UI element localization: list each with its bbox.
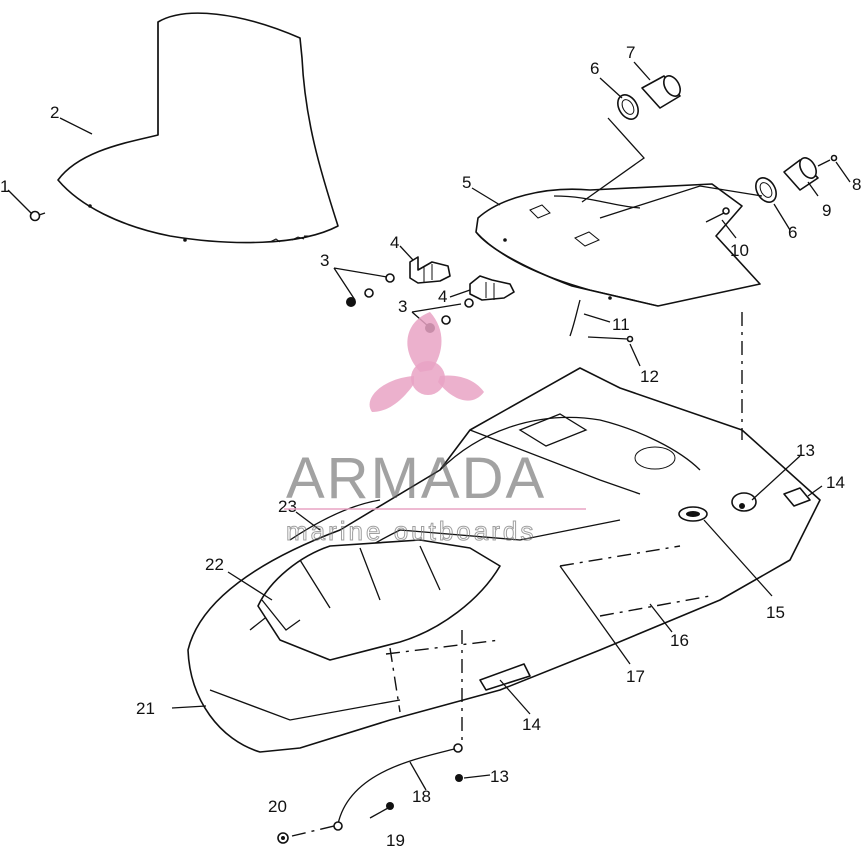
callout-13-upper: 13 xyxy=(796,441,815,460)
gauge-bezel-lower xyxy=(755,177,777,203)
pin-part-12 xyxy=(587,335,634,343)
callout-4-lower: 4 xyxy=(438,287,447,306)
callout-1: 1 xyxy=(0,177,9,196)
callout-6-lower: 6 xyxy=(788,223,797,242)
callout-labels: 1 2 3 3 4 4 5 6 6 7 8 9 10 11 12 13 13 1… xyxy=(0,43,861,849)
callout-23: 23 xyxy=(278,497,297,516)
callout-3-lower: 3 xyxy=(398,297,407,316)
gauge-bezel-upper xyxy=(617,94,639,120)
callout-16: 16 xyxy=(670,631,689,650)
bolt-part-13-lower xyxy=(455,774,463,782)
mounting-bracket-upper xyxy=(409,256,451,284)
callout-10: 10 xyxy=(730,241,749,260)
bolt-part-19 xyxy=(369,802,394,819)
nut-part-20 xyxy=(277,825,335,844)
dash-panel-part xyxy=(475,183,761,307)
plug-part-14-upper xyxy=(783,487,811,507)
callout-12: 12 xyxy=(640,367,659,386)
callout-8: 8 xyxy=(852,175,861,194)
callout-13-lower: 13 xyxy=(490,767,509,786)
callout-15: 15 xyxy=(766,603,785,622)
armada-watermark: ARMADA marine outboards xyxy=(284,312,586,547)
strap-part-18 xyxy=(333,743,463,831)
callout-5: 5 xyxy=(462,173,471,192)
callout-leader-lines xyxy=(7,61,851,791)
cable-part-11 xyxy=(569,299,581,337)
side-rail-part-23 xyxy=(289,499,381,541)
gauge-upper xyxy=(641,75,681,109)
callout-7: 7 xyxy=(626,43,635,62)
bolt-part-13-upper xyxy=(731,492,757,512)
gauge-leader-lines xyxy=(581,117,763,219)
screw-part-1 xyxy=(29,210,46,222)
plug-part-14-lower xyxy=(479,663,531,691)
seat-cushion-part xyxy=(257,539,501,661)
callout-9: 9 xyxy=(822,201,831,220)
callout-4-upper: 4 xyxy=(390,233,399,252)
callout-2: 2 xyxy=(50,103,59,122)
fastener-hardware xyxy=(333,267,474,333)
callout-20: 20 xyxy=(268,797,287,816)
callout-6-upper: 6 xyxy=(590,59,599,78)
mounting-bracket-lower xyxy=(469,275,515,301)
callout-17: 17 xyxy=(626,667,645,686)
callout-21: 21 xyxy=(136,699,155,718)
callout-11: 11 xyxy=(612,315,630,334)
callout-18: 18 xyxy=(412,787,431,806)
grommet-part-15 xyxy=(678,506,708,522)
callout-14-upper: 14 xyxy=(826,473,845,492)
watermark-tagline: marine outboards xyxy=(286,516,536,546)
windshield-part xyxy=(57,12,339,244)
gauge-lower xyxy=(783,154,838,191)
switch-part-10 xyxy=(705,207,730,223)
callout-3-upper: 3 xyxy=(320,251,329,270)
watermark-brand: ARMADA xyxy=(286,446,546,511)
propeller-logo-icon xyxy=(369,312,484,412)
callout-14-lower: 14 xyxy=(522,715,541,734)
callout-19: 19 xyxy=(386,831,405,849)
callout-22: 22 xyxy=(205,555,224,574)
